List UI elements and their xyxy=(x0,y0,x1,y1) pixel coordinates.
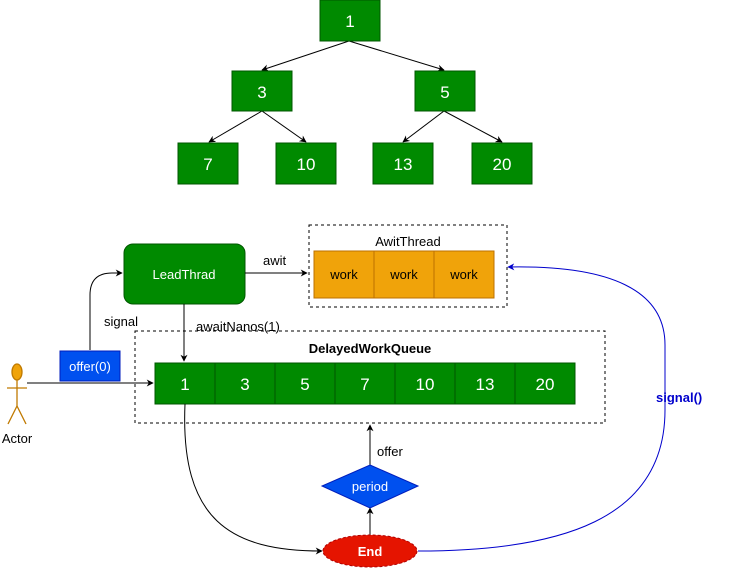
awit-thread-container: AwitThread work work work xyxy=(308,224,508,308)
actor-label: Actor xyxy=(2,431,33,446)
delayed-work-queue: DelayedWorkQueue 1 3 5 7 10 13 20 xyxy=(134,330,606,424)
tree-node-13-label: 13 xyxy=(394,155,413,174)
edge-5-20 xyxy=(443,110,503,143)
lead-thread-label: LeadThrad xyxy=(153,267,216,282)
tree-edges xyxy=(208,40,503,143)
actor xyxy=(7,363,27,425)
queue-cell: 1 xyxy=(154,362,216,405)
tree-node-20-label: 20 xyxy=(493,155,512,174)
tree-node-3: 3 xyxy=(231,70,293,112)
offer0-label: offer(0) xyxy=(69,359,111,374)
work-label: work xyxy=(329,267,358,282)
tree-node-root-label: 1 xyxy=(345,12,354,31)
lead-thread-node: LeadThrad xyxy=(123,243,246,305)
tree-node-20: 20 xyxy=(471,142,533,185)
signal-edge xyxy=(89,269,123,350)
tree-node-7: 7 xyxy=(177,142,239,185)
edge-5-13 xyxy=(402,110,445,143)
queue-cell-label: 7 xyxy=(360,375,369,394)
queue-cell-label: 10 xyxy=(416,375,435,394)
signal-label: signal xyxy=(104,314,138,329)
to-end-edge xyxy=(184,403,323,555)
end-label: End xyxy=(358,544,383,559)
awit-label: awit xyxy=(263,253,287,268)
queue-cell: 5 xyxy=(274,362,336,405)
actor-head-icon xyxy=(11,363,23,381)
queue-cell-label: 3 xyxy=(240,375,249,394)
tree-node-5: 5 xyxy=(414,70,476,112)
tree-node-5-label: 5 xyxy=(440,83,449,102)
awit-thread-title: AwitThread xyxy=(375,234,441,249)
period-node: period xyxy=(320,464,420,509)
edge-3-10 xyxy=(261,110,307,143)
queue-cell-label: 1 xyxy=(180,375,189,394)
offer0-box: offer(0) xyxy=(59,350,121,382)
edge-1-5 xyxy=(348,40,445,72)
connectors xyxy=(27,269,374,555)
tree-node-10: 10 xyxy=(275,142,337,185)
tree-node-3-label: 3 xyxy=(257,83,266,102)
queue-cell: 7 xyxy=(334,362,396,405)
work-cell: work xyxy=(373,250,435,299)
signal-call-edge xyxy=(417,263,666,552)
work-label: work xyxy=(389,267,418,282)
tree-node-13: 13 xyxy=(372,142,434,185)
queue-cell: 3 xyxy=(214,362,276,405)
tree-node-10-label: 10 xyxy=(297,155,316,174)
work-label: work xyxy=(449,267,478,282)
queue-cell-label: 20 xyxy=(536,375,555,394)
edge-1-3 xyxy=(261,40,350,72)
work-cell: work xyxy=(433,250,495,299)
await-nanos-label: awaitNanos(1) xyxy=(196,319,280,334)
queue-cell-label: 13 xyxy=(476,375,495,394)
end-node: End xyxy=(322,534,418,568)
offer-label: offer xyxy=(377,444,403,459)
queue-cell: 20 xyxy=(514,362,576,405)
edge-3-7 xyxy=(208,110,263,143)
signal-call-label: signal() xyxy=(656,390,702,405)
queue-cell-label: 5 xyxy=(300,375,309,394)
queue-cell: 10 xyxy=(394,362,456,405)
queue-cell: 13 xyxy=(454,362,516,405)
work-cell: work xyxy=(313,250,375,299)
tree-node-7-label: 7 xyxy=(203,155,212,174)
queue-title: DelayedWorkQueue xyxy=(309,341,432,356)
period-label: period xyxy=(352,479,388,494)
tree-node-root: 1 xyxy=(319,0,381,42)
